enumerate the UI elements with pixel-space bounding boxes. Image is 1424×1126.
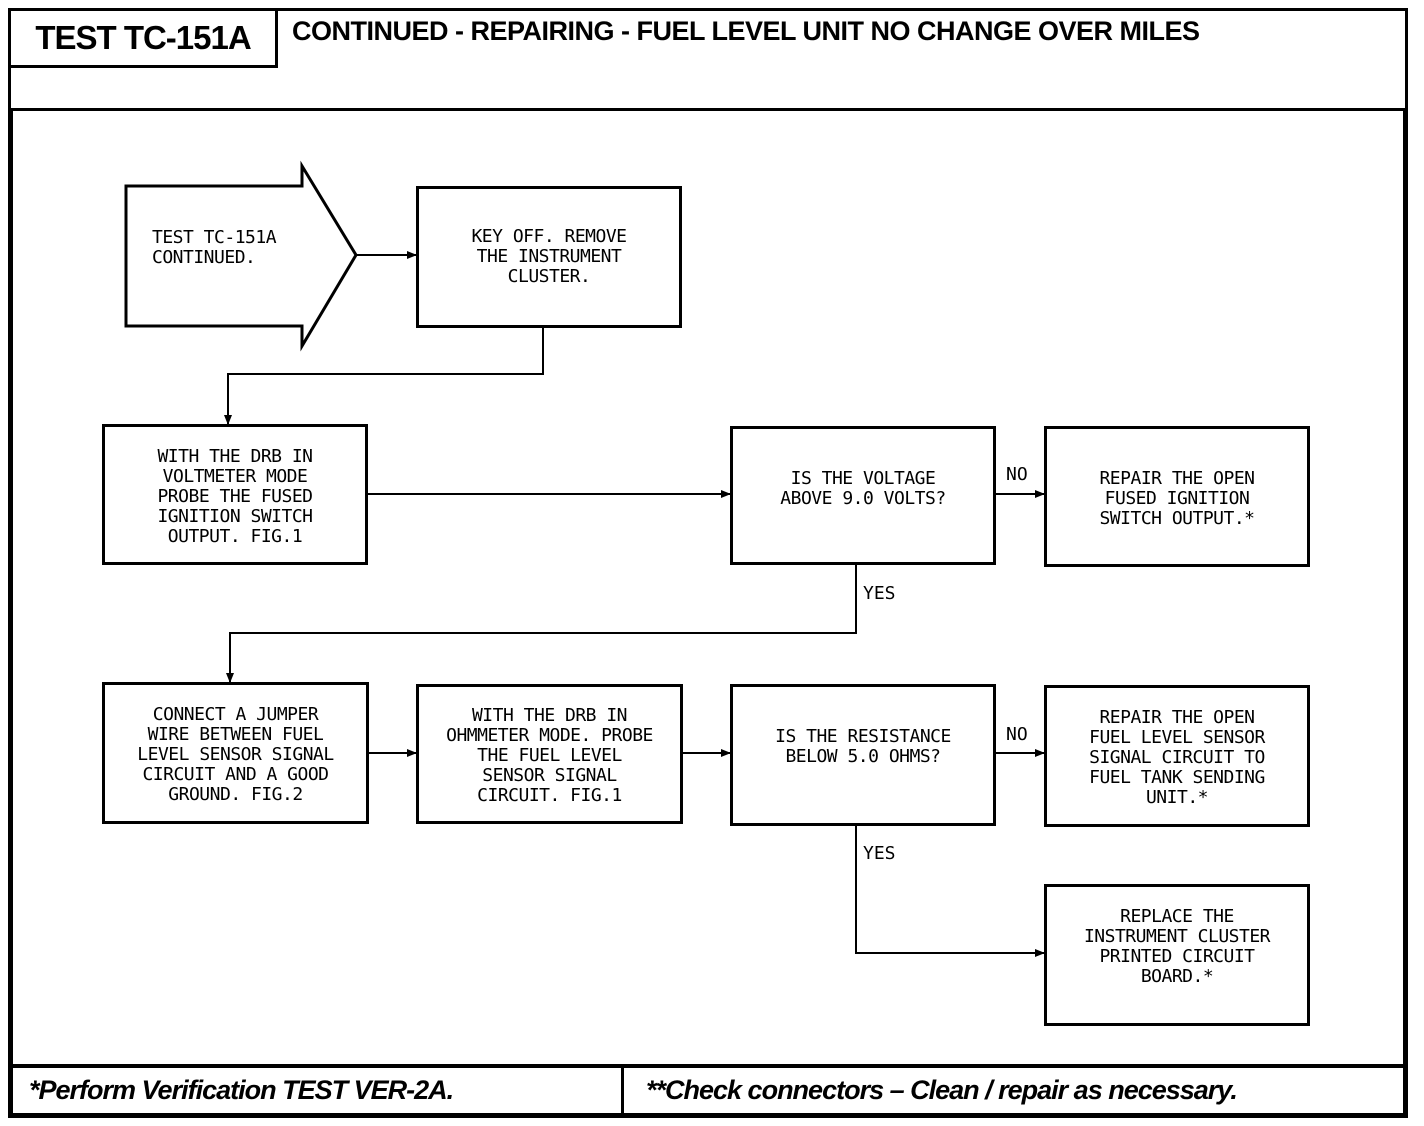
arrow-voltage-yes xyxy=(226,565,857,683)
decision-voltage: IS THE VOLTAGE ABOVE 9.0 VOLTS? xyxy=(730,426,996,565)
branch-label-yes: YES xyxy=(863,843,896,864)
result-repair-sensor: REPAIR THE OPEN FUEL LEVEL SENSOR SIGNAL… xyxy=(1044,685,1310,827)
arrow-resistance-yes xyxy=(855,825,1045,957)
branch-label-no: NO xyxy=(1006,724,1028,745)
decision-voltage-text: IS THE VOLTAGE ABOVE 9.0 VOLTS? xyxy=(780,468,946,509)
page-title: CONTINUED - REPAIRING - FUEL LEVEL UNIT … xyxy=(292,16,1200,46)
step-jumper-text: CONNECT A JUMPER WIRE BETWEEN FUEL LEVEL… xyxy=(137,704,334,805)
result-repair-sensor-text: REPAIR THE OPEN FUEL LEVEL SENSOR SIGNAL… xyxy=(1089,707,1265,808)
footer-verification-note: *Perform Verification TEST VER-2A. xyxy=(10,1064,624,1116)
step-probe-voltage: WITH THE DRB IN VOLTMETER MODE PROBE THE… xyxy=(102,424,368,565)
step-ohmmeter: WITH THE DRB IN OHMMETER MODE. PROBE THE… xyxy=(416,684,683,824)
result-replace-board: REPLACE THE INSTRUMENT CLUSTER PRINTED C… xyxy=(1044,884,1310,1026)
step-remove-cluster-text: KEY OFF. REMOVE THE INSTRUMENT CLUSTER. xyxy=(471,226,627,287)
result-repair-ignition-text: REPAIR THE OPEN FUSED IGNITION SWITCH OU… xyxy=(1099,468,1255,529)
start-node: TEST TC-151A CONTINUED. xyxy=(128,188,300,324)
step-remove-cluster: KEY OFF. REMOVE THE INSTRUMENT CLUSTER. xyxy=(416,186,682,328)
test-id-label: TEST TC-151A xyxy=(8,8,278,68)
step-jumper: CONNECT A JUMPER WIRE BETWEEN FUEL LEVEL… xyxy=(102,682,369,824)
step-ohmmeter-text: WITH THE DRB IN OHMMETER MODE. PROBE THE… xyxy=(446,705,653,806)
start-arrow-shape xyxy=(124,160,358,352)
result-repair-ignition: REPAIR THE OPEN FUSED IGNITION SWITCH OU… xyxy=(1044,426,1310,567)
footer-right-text: **Check connectors – Clean / repair as n… xyxy=(646,1074,1238,1105)
decision-resistance: IS THE RESISTANCE BELOW 5.0 OHMS? xyxy=(730,684,996,826)
result-replace-board-text: REPLACE THE INSTRUMENT CLUSTER PRINTED C… xyxy=(1083,906,1271,987)
footer-left-text: *Perform Verification TEST VER-2A. xyxy=(29,1074,454,1105)
arrow-remove-to-probe xyxy=(224,327,544,425)
header-band xyxy=(8,8,1408,111)
start-node-text: TEST TC-151A CONTINUED. xyxy=(152,227,277,268)
branch-label-yes: YES xyxy=(863,583,896,604)
footer-connector-note: **Check connectors – Clean / repair as n… xyxy=(621,1064,1406,1116)
step-probe-voltage-text: WITH THE DRB IN VOLTMETER MODE PROBE THE… xyxy=(157,446,313,547)
decision-resistance-text: IS THE RESISTANCE BELOW 5.0 OHMS? xyxy=(775,726,951,767)
branch-label-no: NO xyxy=(1006,464,1028,485)
